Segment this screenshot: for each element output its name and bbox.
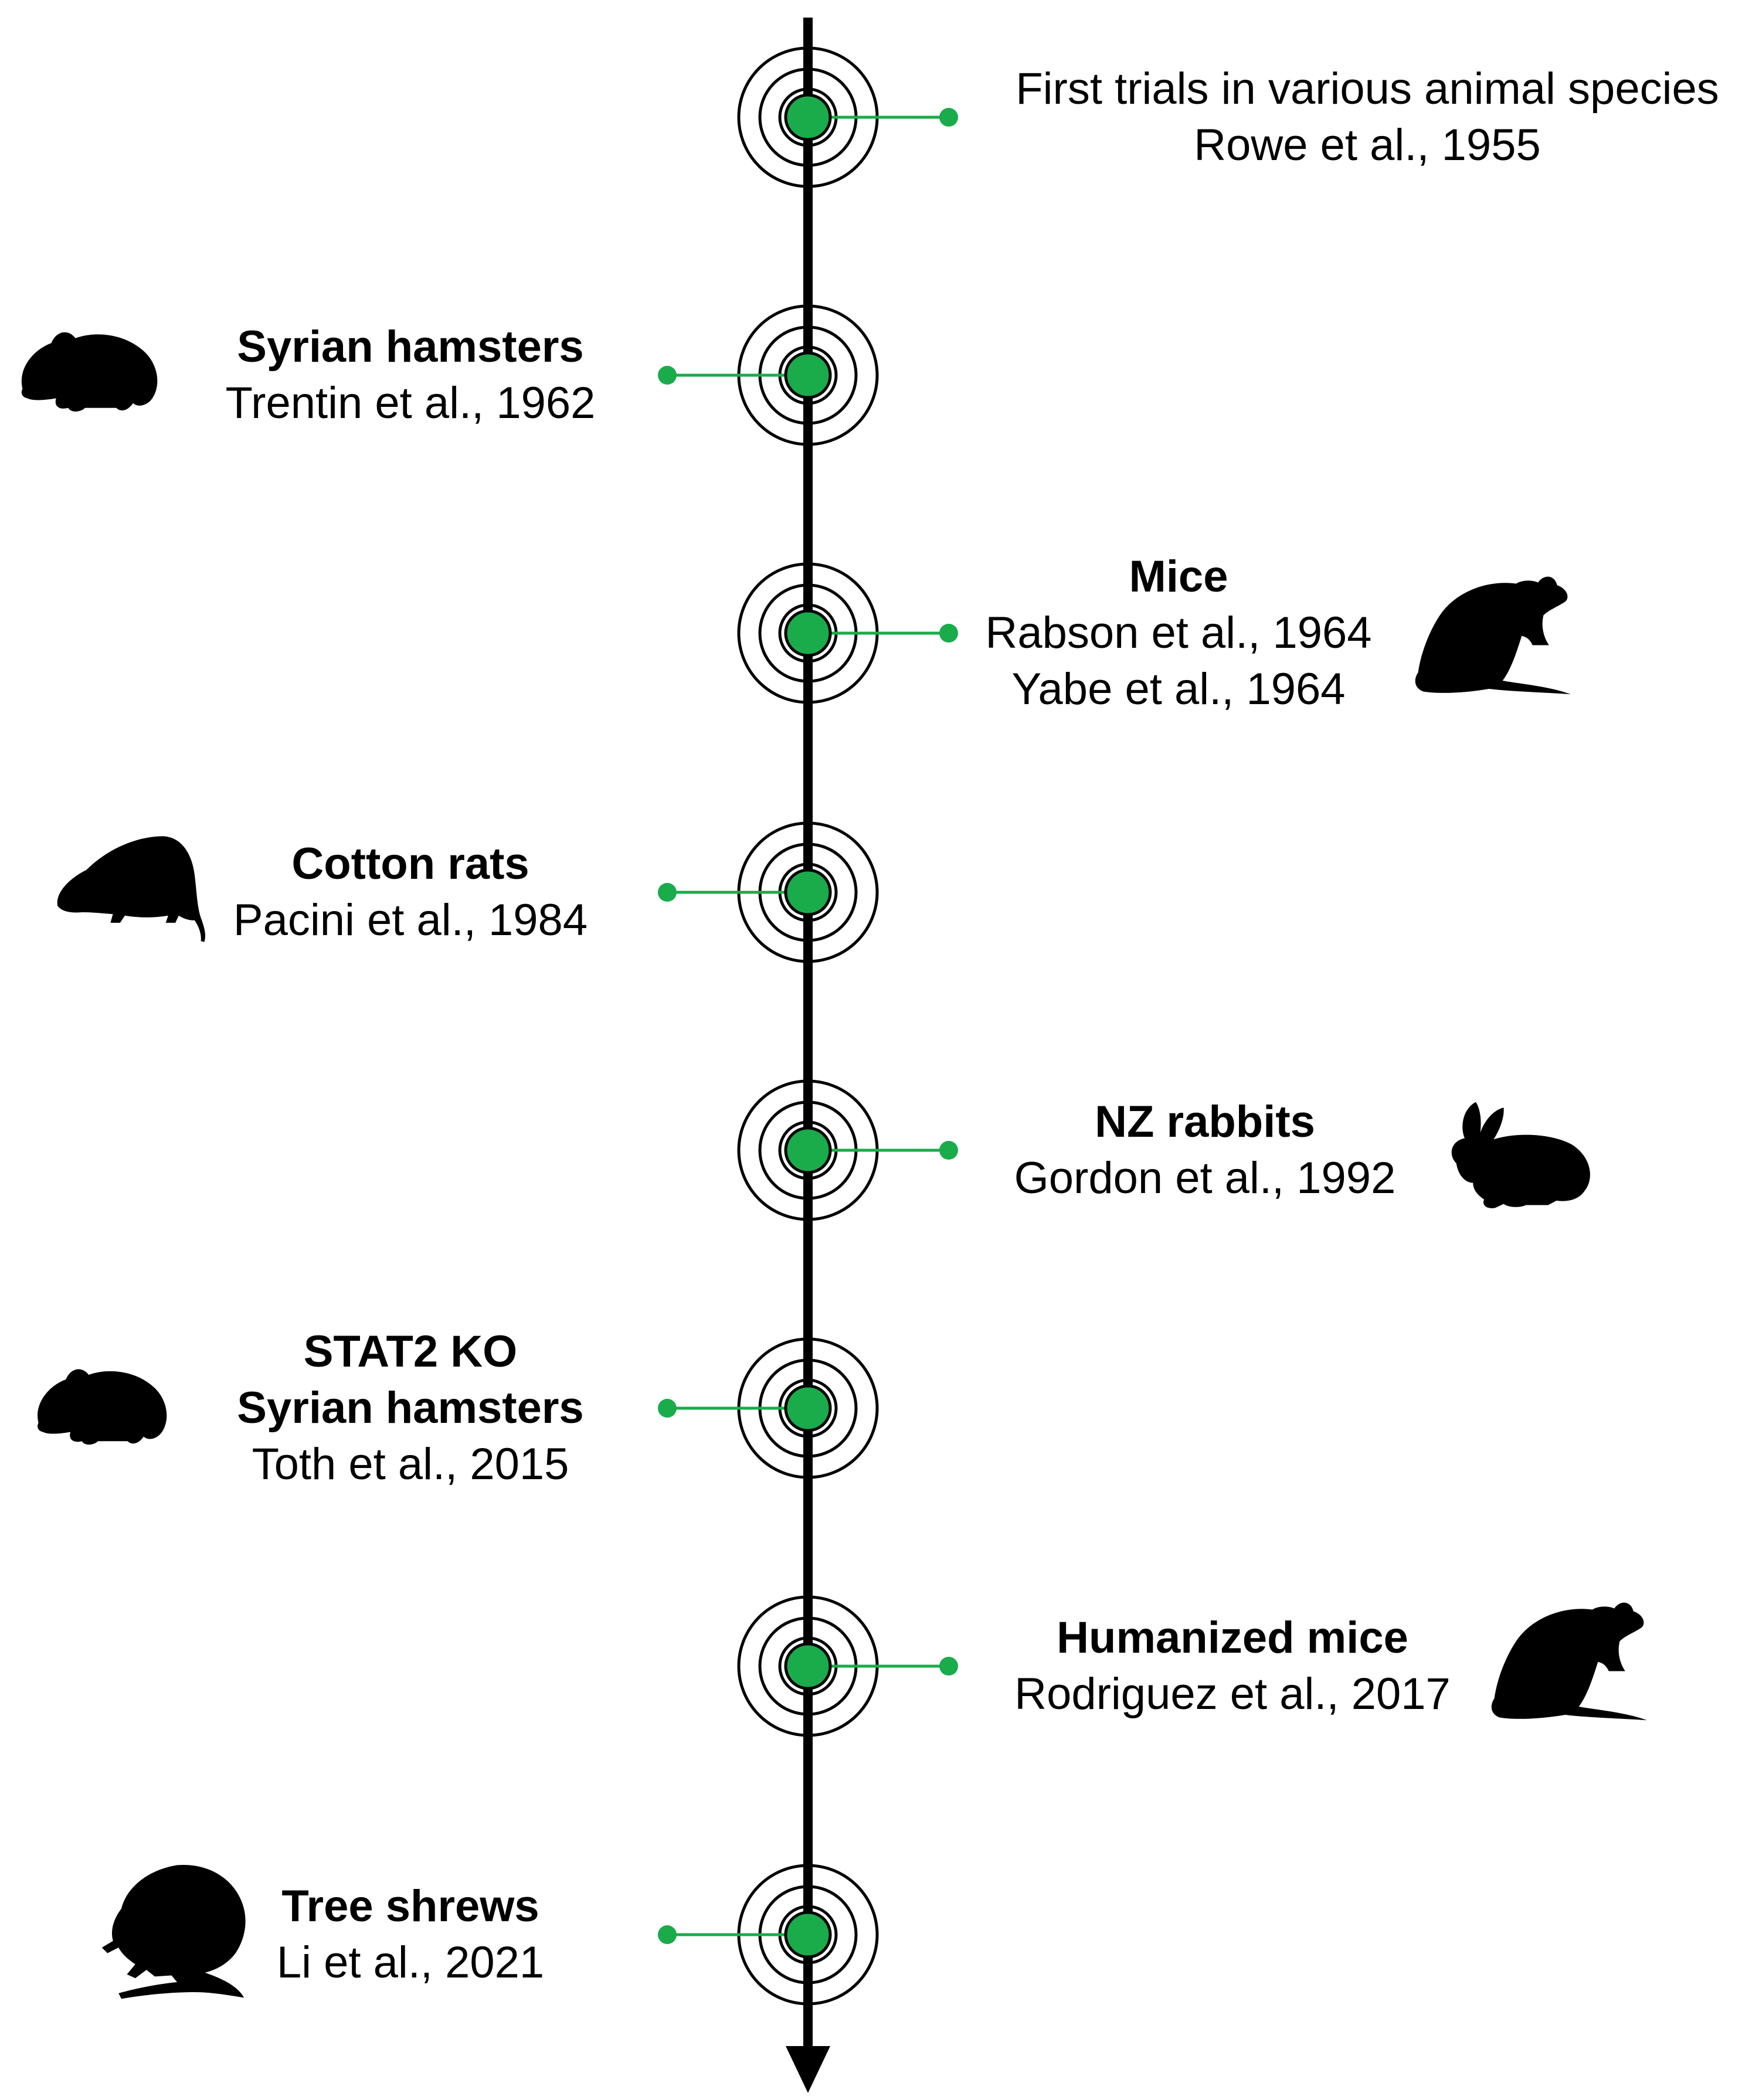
mouse-icon bbox=[1491, 1602, 1647, 1721]
timeline-marker bbox=[737, 46, 958, 188]
event-title: STAT2 KO bbox=[303, 1327, 518, 1377]
marker-core bbox=[784, 609, 832, 657]
connector-dot bbox=[939, 624, 958, 643]
timeline-marker bbox=[658, 821, 879, 963]
marker-core bbox=[784, 1126, 832, 1174]
timeline-marker bbox=[658, 1864, 879, 2006]
timeline-marker bbox=[658, 304, 879, 446]
timeline-marker bbox=[737, 1079, 958, 1221]
event-citation: First trials in various animal species bbox=[1016, 64, 1719, 114]
connector-dot bbox=[658, 1925, 677, 1944]
event-title: Cotton rats bbox=[291, 839, 529, 889]
connector-dot bbox=[658, 883, 677, 902]
rabbit-icon bbox=[1451, 1102, 1590, 1208]
tree-shrew-icon bbox=[101, 1864, 246, 1999]
hamster-icon bbox=[21, 332, 158, 412]
event-title: Humanized mice bbox=[1057, 1613, 1408, 1663]
event-citation: Li et al., 2021 bbox=[276, 1938, 545, 1987]
timeline-marker bbox=[658, 1337, 879, 1479]
cotton-rat-icon bbox=[57, 836, 205, 942]
event-citation: Rodriguez et al., 2017 bbox=[1014, 1669, 1451, 1719]
timeline-arrowhead bbox=[786, 2046, 830, 2093]
event-title: Tree shrews bbox=[281, 1881, 539, 1931]
event-citation: Rowe et al., 1955 bbox=[1194, 120, 1541, 170]
event-citation: Gordon et al., 1992 bbox=[1014, 1153, 1396, 1203]
event-label: Tree shrews Li et al., 2021 bbox=[277, 1878, 544, 1991]
connector-dot bbox=[939, 108, 958, 127]
timeline-marker bbox=[737, 1595, 958, 1737]
event-title: Mice bbox=[1129, 552, 1228, 602]
event-citation: Pacini et al., 1984 bbox=[233, 895, 588, 945]
marker-core bbox=[784, 351, 832, 399]
event-citation: Trentin et al., 1962 bbox=[225, 378, 596, 428]
marker-core bbox=[784, 1911, 832, 1959]
event-title: Syrian hamsters bbox=[237, 1383, 584, 1433]
timeline-marker bbox=[737, 562, 958, 704]
mouse-icon bbox=[1415, 576, 1571, 695]
marker-core bbox=[784, 1384, 832, 1432]
marker-core bbox=[784, 1642, 832, 1690]
event-citation: Toth et al., 2015 bbox=[252, 1439, 569, 1489]
event-title: NZ rabbits bbox=[1095, 1097, 1315, 1147]
event-citation: Yabe et al., 1964 bbox=[1011, 664, 1346, 714]
connector-dot bbox=[939, 1141, 958, 1160]
marker-core bbox=[784, 868, 832, 916]
connector-dot bbox=[658, 366, 677, 385]
event-citation: Rabson et al., 1964 bbox=[985, 608, 1372, 658]
connector-dot bbox=[658, 1399, 677, 1418]
marker-core bbox=[784, 93, 832, 141]
connector-dot bbox=[939, 1657, 958, 1676]
hamster-icon bbox=[38, 1369, 167, 1445]
event-title: Syrian hamsters bbox=[237, 322, 584, 372]
